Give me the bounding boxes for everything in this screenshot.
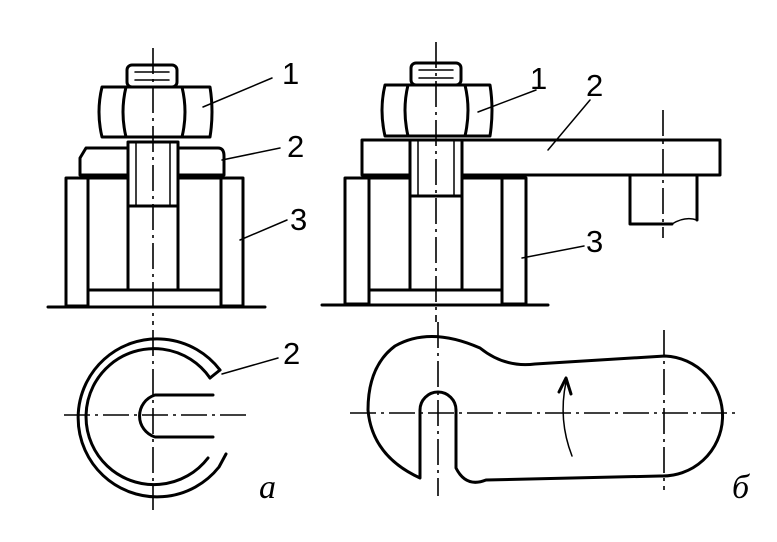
hex-nut-b <box>380 61 494 138</box>
clamp-bar-plan-outline <box>366 335 724 484</box>
leader-nut-a <box>202 77 273 108</box>
view-a-plan: 2 а <box>64 330 300 510</box>
leader-washer-plan-a <box>221 357 279 375</box>
callout-3-b: 3 <box>586 224 603 259</box>
clamp-bar-b <box>360 138 722 177</box>
c-washer-slot <box>138 393 215 439</box>
c-washer-plan-outer <box>76 337 228 499</box>
callout-2-b: 2 <box>586 68 603 103</box>
c-washer-plan-inner <box>84 347 212 487</box>
view-b-plan: б <box>350 322 751 506</box>
leader-washer-a <box>221 147 281 161</box>
leader-support-b <box>521 245 585 259</box>
callout-1-b: 1 <box>530 61 547 96</box>
leader-nut-b <box>477 89 537 113</box>
view-letter-b: б <box>732 469 751 506</box>
c-washer-section-a <box>78 146 226 177</box>
view-a-section: 1 2 3 <box>46 48 307 325</box>
callout-2-a: 2 <box>287 129 304 164</box>
leader-support-a <box>239 219 288 241</box>
pressure-pad-b <box>628 173 699 226</box>
callout-1-a: 1 <box>282 56 299 91</box>
callout-3-a: 3 <box>290 202 307 237</box>
view-letter-a: а <box>259 469 276 506</box>
hex-nut-a <box>97 63 214 139</box>
callout-2-a-plan: 2 <box>283 336 300 371</box>
leader-bar-b <box>547 99 591 151</box>
swing-arrow <box>562 381 573 457</box>
view-b-section: 1 2 3 <box>320 42 722 322</box>
